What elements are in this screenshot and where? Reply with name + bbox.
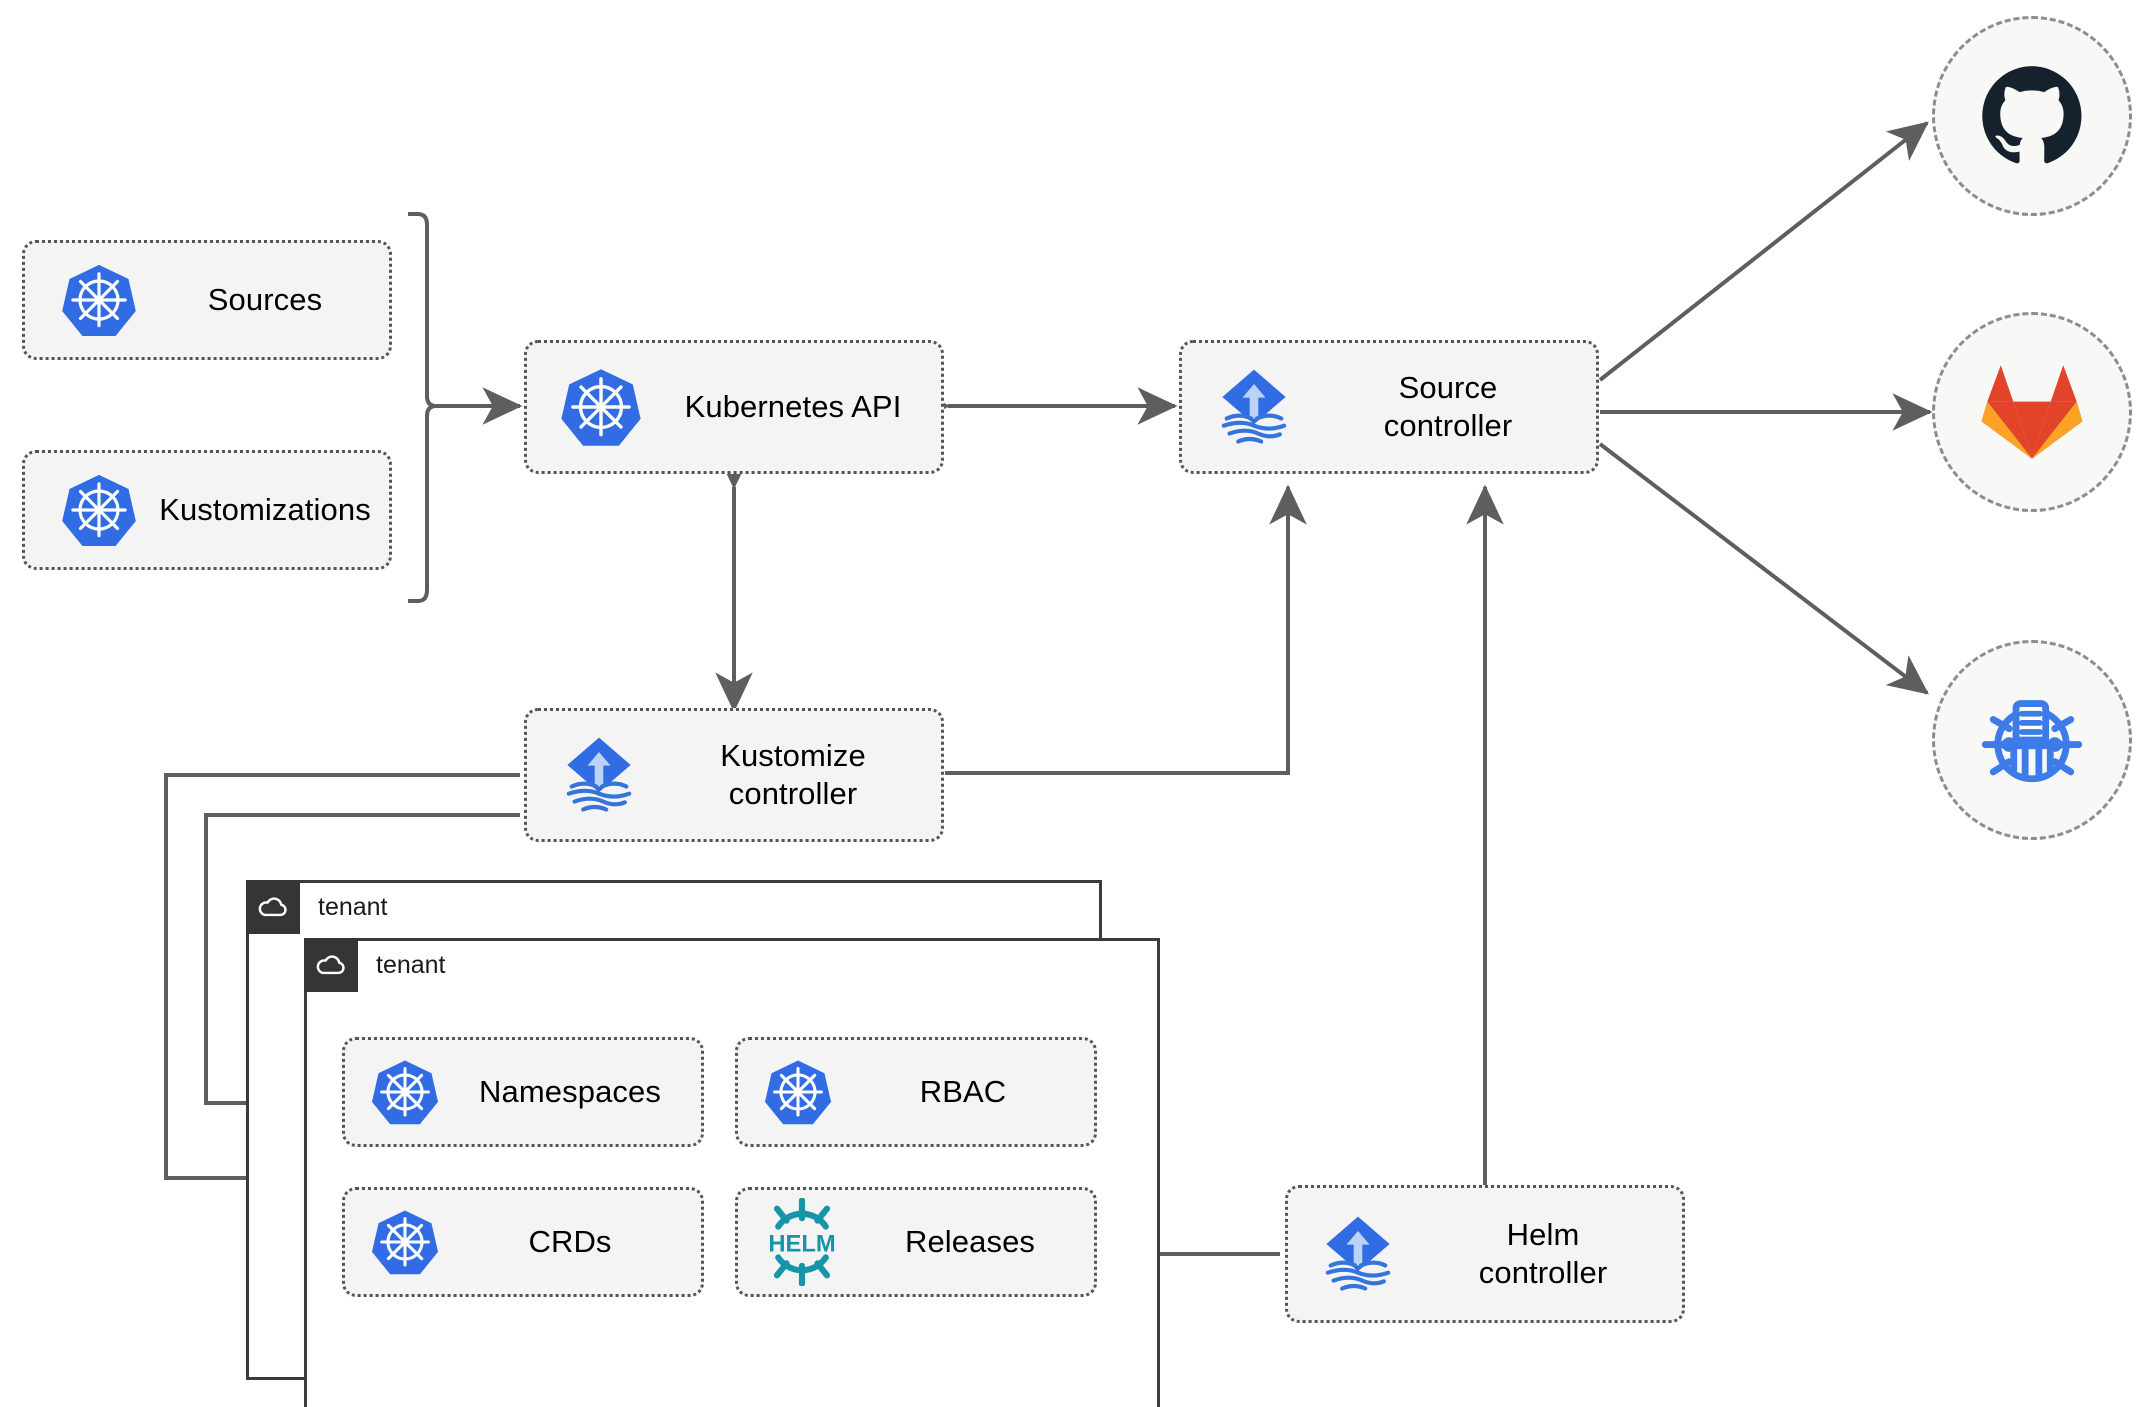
- node-helm-controller[interactable]: Helm controller: [1285, 1185, 1685, 1323]
- node-label: Kustomizations: [159, 492, 371, 528]
- kubernetes-icon: [365, 1052, 445, 1132]
- tenant-container-front: tenant: [304, 938, 1160, 1407]
- node-rbac[interactable]: RBAC: [735, 1037, 1097, 1147]
- gitlab-icon: [1981, 365, 2083, 459]
- node-label: Sources: [207, 282, 323, 318]
- tenant-header-front: tenant: [304, 938, 446, 992]
- node-label: Helm controller: [1478, 1217, 1608, 1290]
- node-sources[interactable]: Sources: [22, 240, 392, 360]
- node-label: Source controller: [1383, 370, 1513, 443]
- node-releases[interactable]: HELM Releases: [735, 1187, 1097, 1297]
- external-source-helm-repository[interactable]: [1932, 640, 2132, 840]
- github-icon: [1982, 66, 2082, 164]
- edge-kustomize-to-source: [945, 484, 1307, 775]
- node-namespaces[interactable]: Namespaces: [342, 1037, 704, 1147]
- tenant-label-front: tenant: [376, 950, 446, 979]
- flux-icon: [1306, 1202, 1410, 1306]
- node-label: RBAC: [919, 1074, 1007, 1110]
- kubernetes-icon: [51, 462, 147, 558]
- node-kubernetes-api[interactable]: Kubernetes API: [524, 340, 944, 474]
- node-label: Releases: [904, 1224, 1036, 1260]
- flux-icon: [1202, 355, 1306, 459]
- kubernetes-icon: [551, 357, 651, 457]
- external-source-github[interactable]: [1932, 16, 2132, 216]
- kubernetes-icon: [365, 1202, 445, 1282]
- edge-source-to-helm-repo: [1598, 442, 1929, 695]
- helm-icon: HELM: [752, 1196, 852, 1288]
- edge-sources-group-bracket: [408, 212, 437, 603]
- node-label: CRDs: [528, 1224, 612, 1260]
- kubernetes-icon: [51, 252, 147, 348]
- cloud-icon: [304, 938, 358, 992]
- cloud-icon: [246, 880, 300, 934]
- node-source-controller[interactable]: Source controller: [1179, 340, 1599, 474]
- edge-source-to-github: [1598, 121, 1929, 382]
- node-label: Kubernetes API: [684, 389, 902, 425]
- tenant-header-back: tenant: [246, 880, 388, 934]
- node-kustomizations[interactable]: Kustomizations: [22, 450, 392, 570]
- svg-text:HELM: HELM: [768, 1231, 835, 1258]
- node-crds[interactable]: CRDs: [342, 1187, 704, 1297]
- flux-icon: [547, 723, 651, 827]
- kubernetes-icon: [758, 1052, 838, 1132]
- node-label: Namespaces: [479, 1074, 661, 1110]
- tenant-label-back: tenant: [318, 892, 388, 921]
- external-source-gitlab[interactable]: [1932, 312, 2132, 512]
- node-kustomize-controller[interactable]: Kustomize controller: [524, 708, 944, 842]
- helm-repository-icon: [1981, 700, 2083, 783]
- node-label: Kustomize controller: [720, 738, 866, 811]
